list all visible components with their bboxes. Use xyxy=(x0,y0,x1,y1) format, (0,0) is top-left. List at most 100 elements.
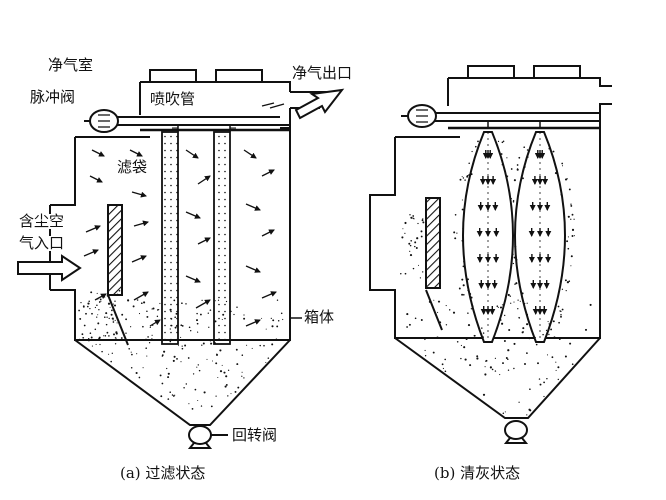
dust-dot xyxy=(210,342,213,345)
dust-dot xyxy=(125,332,127,334)
label-clean-gas-outlet: 净气出口 xyxy=(292,64,353,82)
dust-dot xyxy=(414,317,417,320)
dust-dot xyxy=(116,293,119,296)
dust-dot xyxy=(499,319,502,321)
dust-dot xyxy=(482,393,486,396)
dust-dot xyxy=(419,277,421,279)
dust-dot xyxy=(146,310,148,312)
dust-dot xyxy=(188,326,191,329)
dust-dot xyxy=(225,383,228,386)
dust-dot xyxy=(161,382,164,385)
dust-dot xyxy=(91,345,93,347)
dust-dot xyxy=(515,282,518,285)
dust-dot xyxy=(564,355,567,358)
dust-dot xyxy=(98,301,101,303)
dust-dot xyxy=(216,353,218,355)
hopper-outline-b xyxy=(394,337,601,419)
dust-dot xyxy=(481,327,483,329)
dust-dot xyxy=(422,218,424,220)
dust-dot xyxy=(131,353,133,356)
dust-dot xyxy=(458,287,461,290)
dust-dot xyxy=(535,343,538,346)
dust-dot xyxy=(95,343,97,345)
dust-dot xyxy=(523,146,526,149)
dust-dot xyxy=(400,272,402,275)
dust-dot xyxy=(461,278,464,281)
dust-dot xyxy=(167,372,170,375)
dust-dot xyxy=(444,358,447,361)
dust-dot xyxy=(156,309,159,311)
dust-dot xyxy=(277,320,280,322)
dust-dot xyxy=(103,296,106,298)
dust-dot xyxy=(109,306,111,308)
dust-dot xyxy=(224,385,227,388)
dust-dot xyxy=(201,299,203,302)
dust-dot xyxy=(138,313,141,315)
hopper-outline xyxy=(74,339,291,426)
dust-dot xyxy=(559,310,561,312)
rotary-valve-a xyxy=(187,425,228,449)
dust-dot xyxy=(519,300,521,302)
dust-dot xyxy=(233,313,235,316)
dust-dot xyxy=(98,309,100,311)
dust-dot xyxy=(230,310,232,313)
dust-dot xyxy=(406,326,408,328)
dust-dot xyxy=(159,374,162,377)
dust-dot xyxy=(229,334,231,336)
dust-dot xyxy=(560,314,562,316)
dust-dot xyxy=(513,179,516,182)
dust-dot xyxy=(462,293,465,296)
dust-dot xyxy=(557,378,559,381)
dust-dot xyxy=(546,377,548,380)
dust-dot xyxy=(500,153,503,155)
dust-dot xyxy=(130,326,132,328)
dust-dot xyxy=(267,357,270,359)
dust-dot xyxy=(236,363,239,366)
dust-dot xyxy=(561,165,564,167)
dust-dot xyxy=(414,241,417,244)
dust-dot xyxy=(461,176,463,178)
dust-dot xyxy=(185,383,188,385)
dust-dot xyxy=(105,312,108,315)
housing-outline xyxy=(50,124,291,341)
dust-dot xyxy=(78,309,80,312)
filter-bag-1 xyxy=(161,131,179,345)
dust-dot xyxy=(524,337,526,340)
dust-dot xyxy=(570,203,572,205)
dust-dot xyxy=(152,307,155,310)
dust-dot xyxy=(146,315,149,318)
dust-dot xyxy=(118,290,121,292)
dust-dot xyxy=(570,204,573,207)
dust-dot xyxy=(106,316,108,318)
dust-dot xyxy=(484,373,487,376)
dust-dot xyxy=(78,338,81,341)
dust-dot xyxy=(113,333,115,336)
dust-dot xyxy=(461,293,464,296)
dust-dot xyxy=(485,359,488,362)
dust-dot xyxy=(526,352,528,354)
dust-dot xyxy=(170,318,173,320)
dust-dot xyxy=(235,348,238,351)
pulse-valve-a xyxy=(84,109,119,133)
dust-dot xyxy=(571,235,574,237)
dust-dot xyxy=(524,166,526,168)
dust-dot xyxy=(214,320,217,323)
dust-dot xyxy=(528,408,531,411)
dust-dot xyxy=(88,300,90,303)
dust-dot xyxy=(271,343,274,346)
dust-dot xyxy=(557,305,560,308)
dust-dot xyxy=(558,338,561,341)
dust-dot xyxy=(437,300,441,303)
dust-dot xyxy=(151,337,153,340)
dust-dot xyxy=(512,262,515,265)
dust-dot xyxy=(428,300,431,303)
dust-dot xyxy=(402,228,404,230)
dust-dot xyxy=(227,369,230,371)
dust-dot xyxy=(191,408,194,410)
dust-dot xyxy=(111,317,114,320)
dust-dot xyxy=(497,140,500,143)
dust-dot xyxy=(547,321,549,323)
filter-bags-b xyxy=(462,131,566,343)
dust-dot xyxy=(98,336,101,339)
dust-dot xyxy=(87,337,90,340)
